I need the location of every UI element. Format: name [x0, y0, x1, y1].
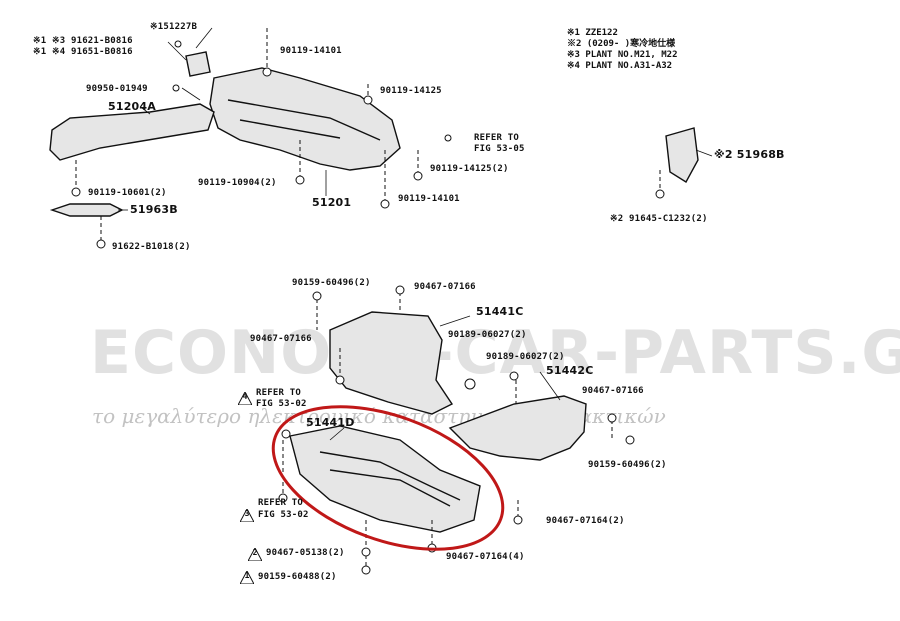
label-51442c: 51442C	[546, 364, 594, 377]
refer-marker-4: 4	[237, 390, 253, 406]
bolt-icon	[444, 134, 452, 142]
label-90159-60488: 90159-60488(2)	[258, 572, 337, 582]
crossmember-51201	[209, 67, 401, 171]
label-91651-b0816: ※1 ※4 91651-B0816	[33, 47, 133, 57]
label-51441d: 51441D	[306, 416, 355, 429]
label-51441c: 51441C	[476, 305, 524, 318]
reinforcement-51204a	[49, 103, 215, 161]
undercover-51441c	[329, 311, 454, 415]
label-fig-53-02-b: FIG 53-02	[258, 510, 309, 520]
label-51963b: 51963B	[130, 203, 178, 216]
highlight-circle	[271, 405, 505, 551]
bolt-icon	[172, 84, 180, 92]
label-91621-b0816: ※1 ※3 91621-B0816	[33, 36, 133, 46]
label-90119-10601: 90119-10601(2)	[88, 188, 167, 198]
undercover-51442c	[448, 395, 587, 461]
refer-marker-3: 3	[239, 507, 255, 523]
legend-item: ※2 (0209- )寒冷地仕様	[567, 39, 676, 49]
label-90119-10904: 90119-10904(2)	[198, 178, 277, 188]
bolt-icon	[607, 413, 617, 423]
bolt-icon	[174, 40, 182, 48]
label-refer-to-53-05: REFER TO	[474, 133, 519, 143]
nut-icon	[361, 547, 371, 557]
label-90159-60496-top: 90159-60496(2)	[292, 278, 371, 288]
bolt-icon	[363, 95, 373, 105]
label-91645-c1232: ※2 91645-C1232(2)	[610, 214, 708, 224]
refer-marker-2: 2	[247, 546, 263, 562]
bolt-icon	[295, 175, 305, 185]
bolt-icon	[625, 435, 635, 445]
label-refer-to-53-02-a: REFER TO	[256, 388, 301, 398]
bolt-icon	[513, 515, 523, 525]
bracket-51963b	[49, 203, 124, 217]
bolt-icon	[655, 189, 665, 199]
label-90159-60496-right: 90159-60496(2)	[588, 460, 667, 470]
clip-icon	[278, 493, 288, 503]
label-90119-14101-bottom: 90119-14101	[398, 194, 460, 204]
label-90119-14125: 90119-14125	[380, 86, 442, 96]
label-51968b: ※2 51968B	[714, 148, 785, 161]
undercover-51441d	[289, 425, 481, 533]
bolt-icon	[413, 171, 423, 181]
clip-icon	[335, 375, 345, 385]
label-90467-07166-right: 90467-07166	[582, 386, 644, 396]
label-51204a: 51204A	[108, 100, 156, 113]
legend: ※1 ZZE122 ※2 (0209- )寒冷地仕様 ※3 PLANT NO.M…	[567, 28, 678, 72]
legend-item: ※1 ZZE122	[567, 28, 618, 38]
bolt-icon	[361, 565, 371, 575]
label-90189-06027-a: 90189-06027(2)	[448, 330, 527, 340]
bolt-icon	[380, 199, 390, 209]
bolt-icon	[262, 67, 272, 77]
label-90467-07166-left: 90467-07166	[250, 334, 312, 344]
label-51227b: ※151227B	[150, 22, 198, 32]
bracket-51227b	[185, 51, 211, 77]
bracket-51968b	[665, 127, 699, 183]
label-90189-06027-b: 90189-06027(2)	[486, 352, 565, 362]
label-90467-07164-b: 90467-07164(4)	[446, 552, 525, 562]
refer-marker-1: 1	[239, 569, 255, 585]
bolt-icon	[312, 291, 322, 301]
label-90467-05138: 90467-05138(2)	[266, 548, 345, 558]
bolt-icon	[395, 285, 405, 295]
label-91622-b1018: 91622-B1018(2)	[112, 242, 191, 252]
label-90467-07166-top: 90467-07166	[414, 282, 476, 292]
label-90467-07164-a: 90467-07164(2)	[546, 516, 625, 526]
clip-icon	[281, 429, 291, 439]
label-90950-01949: 90950-01949	[86, 84, 148, 94]
watermark-logo: ECONOMY-CAR-PARTS.GR	[90, 318, 900, 388]
label-51201: 51201	[312, 196, 352, 209]
legend-item: ※4 PLANT NO.A31-A32	[567, 61, 673, 71]
bolt-icon	[71, 187, 81, 197]
legend-item: ※3 PLANT NO.M21, M22	[567, 50, 678, 60]
clip-icon	[509, 371, 519, 381]
label-fig-53-05: FIG 53-05	[474, 144, 525, 154]
label-90119-14125-2: 90119-14125(2)	[430, 164, 509, 174]
label-90119-14101: 90119-14101	[280, 46, 342, 56]
label-fig-53-02-a: FIG 53-02	[256, 399, 307, 409]
label-refer-to-53-02-b: REFER TO	[258, 498, 303, 508]
clip-icon	[464, 378, 476, 390]
bolt-icon	[96, 239, 106, 249]
